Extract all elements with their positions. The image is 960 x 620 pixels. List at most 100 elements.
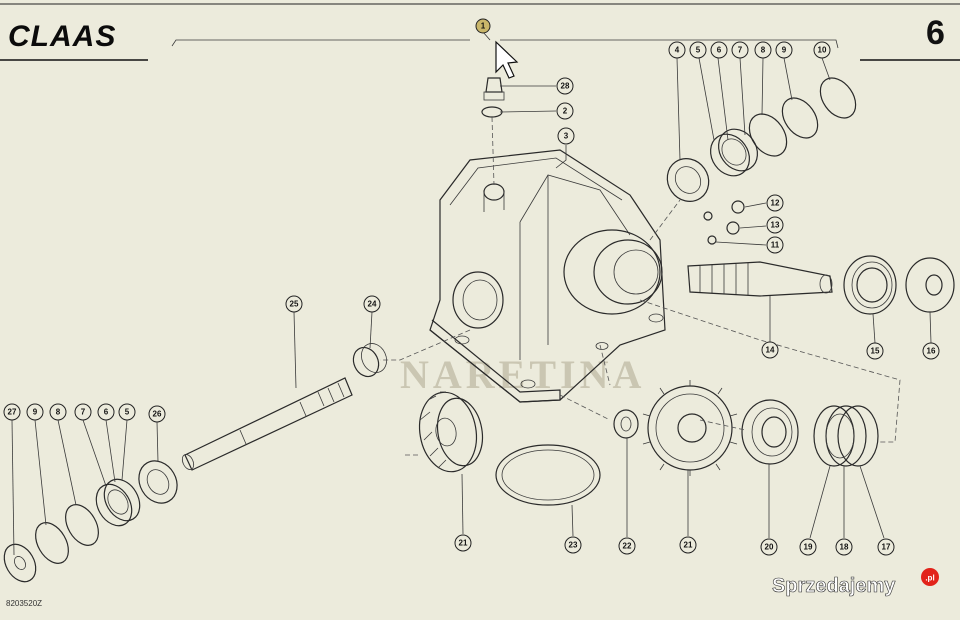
- callout-label: 5: [696, 46, 701, 55]
- callout-label: 26: [153, 410, 162, 419]
- callout-label: 7: [81, 408, 86, 417]
- callout-label: 2: [563, 107, 568, 116]
- callout-label: 3: [564, 132, 569, 141]
- bearing-4: [666, 158, 710, 202]
- callout-16: 16: [922, 342, 940, 360]
- seal-stack-lower: [95, 478, 141, 527]
- callout-label: 4: [675, 46, 680, 55]
- header-bracket-line: [171, 39, 839, 49]
- callout-19: 19: [799, 538, 817, 556]
- page-number: 6: [926, 14, 945, 52]
- bevel-gear-left: [418, 391, 484, 473]
- breather-plug: [483, 77, 505, 101]
- shim-ring-8a: [748, 113, 788, 157]
- callout-6b: 6: [97, 403, 115, 421]
- callout-2: 2: [556, 102, 574, 120]
- drawing-code: 8203520Z: [6, 599, 42, 608]
- callout-6a: 6: [710, 41, 728, 59]
- callout-5b: 5: [118, 403, 136, 421]
- circlip-9a: [781, 97, 819, 139]
- callout-7b: 7: [74, 403, 92, 421]
- callout-4: 4: [668, 41, 686, 59]
- callout-label: 13: [771, 221, 780, 230]
- callout-9a: 9: [775, 41, 793, 59]
- callout-21b: 21: [679, 536, 697, 554]
- input-shaft: [181, 377, 353, 471]
- callout-15: 15: [866, 342, 884, 360]
- seal-16: [905, 257, 955, 313]
- brand-logo-text: CLAAS: [8, 20, 116, 53]
- callout-label: 21: [684, 541, 693, 550]
- callout-label: 28: [561, 82, 570, 91]
- callout-label: 9: [782, 46, 787, 55]
- callout-label: 16: [927, 347, 936, 356]
- callout-27: 27: [3, 403, 21, 421]
- callout-14: 14: [761, 341, 779, 359]
- bushing-24: [352, 343, 387, 378]
- leader-lines: [11, 31, 932, 556]
- mouse-cursor-icon: [495, 40, 519, 79]
- callout-9b: 9: [26, 403, 44, 421]
- ring-stack-17-19: [813, 405, 879, 467]
- callout-11: 11: [766, 236, 784, 254]
- callout-label: 22: [623, 542, 632, 551]
- seal-ring: [481, 106, 503, 118]
- site-logo-text: Sprzedajemy: [772, 575, 896, 597]
- callout-13: 13: [766, 216, 784, 234]
- callout-5a: 5: [689, 41, 707, 59]
- callout-label: 12: [771, 199, 780, 208]
- callout-label: 18: [840, 543, 849, 552]
- callout-21a: 21: [454, 534, 472, 552]
- callout-label: 21: [459, 539, 468, 548]
- cover-ring-10: [819, 77, 857, 119]
- shim-ring-8b: [65, 504, 99, 546]
- callout-label: 7: [738, 46, 743, 55]
- callout-label: 9: [33, 408, 38, 417]
- callout-10: 10: [813, 41, 831, 59]
- bearing-15: [843, 255, 897, 315]
- callout-3: 3: [557, 127, 575, 145]
- spur-gear-right: [642, 380, 738, 476]
- circlip-9b: [35, 522, 69, 564]
- bolt-set: [703, 200, 745, 245]
- callout-label: 14: [766, 346, 775, 355]
- gearbox-housing: [429, 149, 666, 403]
- callout-1: 1: [475, 18, 491, 34]
- callout-label: 11: [771, 241, 780, 250]
- callout-7a: 7: [731, 41, 749, 59]
- callout-label: 1: [481, 22, 486, 31]
- site-logo: Sprzedajemy .pl: [772, 568, 939, 597]
- callout-label: 25: [290, 300, 299, 309]
- callout-label: 10: [818, 46, 827, 55]
- site-logo-badge-icon: [921, 568, 939, 586]
- callout-20: 20: [760, 538, 778, 556]
- callout-17: 17: [877, 538, 895, 556]
- callout-label: 20: [765, 543, 774, 552]
- callout-18: 18: [835, 538, 853, 556]
- site-logo-suffix: .pl: [925, 574, 934, 583]
- output-shaft: [687, 261, 833, 297]
- callout-label: 19: [804, 543, 813, 552]
- callout-label: 6: [104, 408, 109, 417]
- bearing-26: [138, 460, 178, 504]
- callout-label: 6: [717, 46, 722, 55]
- callout-label: 27: [8, 408, 17, 417]
- callout-8b: 8: [49, 403, 67, 421]
- washer-22: [613, 409, 639, 439]
- callout-26: 26: [148, 405, 166, 423]
- callout-23: 23: [564, 536, 582, 554]
- callout-label: 8: [56, 408, 61, 417]
- callout-label: 24: [368, 300, 377, 309]
- callout-label: 8: [761, 46, 766, 55]
- callout-label: 23: [569, 541, 578, 550]
- bearing-20: [741, 399, 799, 465]
- callout-label: 17: [882, 543, 891, 552]
- callout-label: 15: [871, 347, 880, 356]
- callout-24: 24: [363, 295, 381, 313]
- washer-27: [3, 543, 37, 583]
- callout-12: 12: [766, 194, 784, 212]
- callout-label: 5: [125, 408, 130, 417]
- callout-8a: 8: [754, 41, 772, 59]
